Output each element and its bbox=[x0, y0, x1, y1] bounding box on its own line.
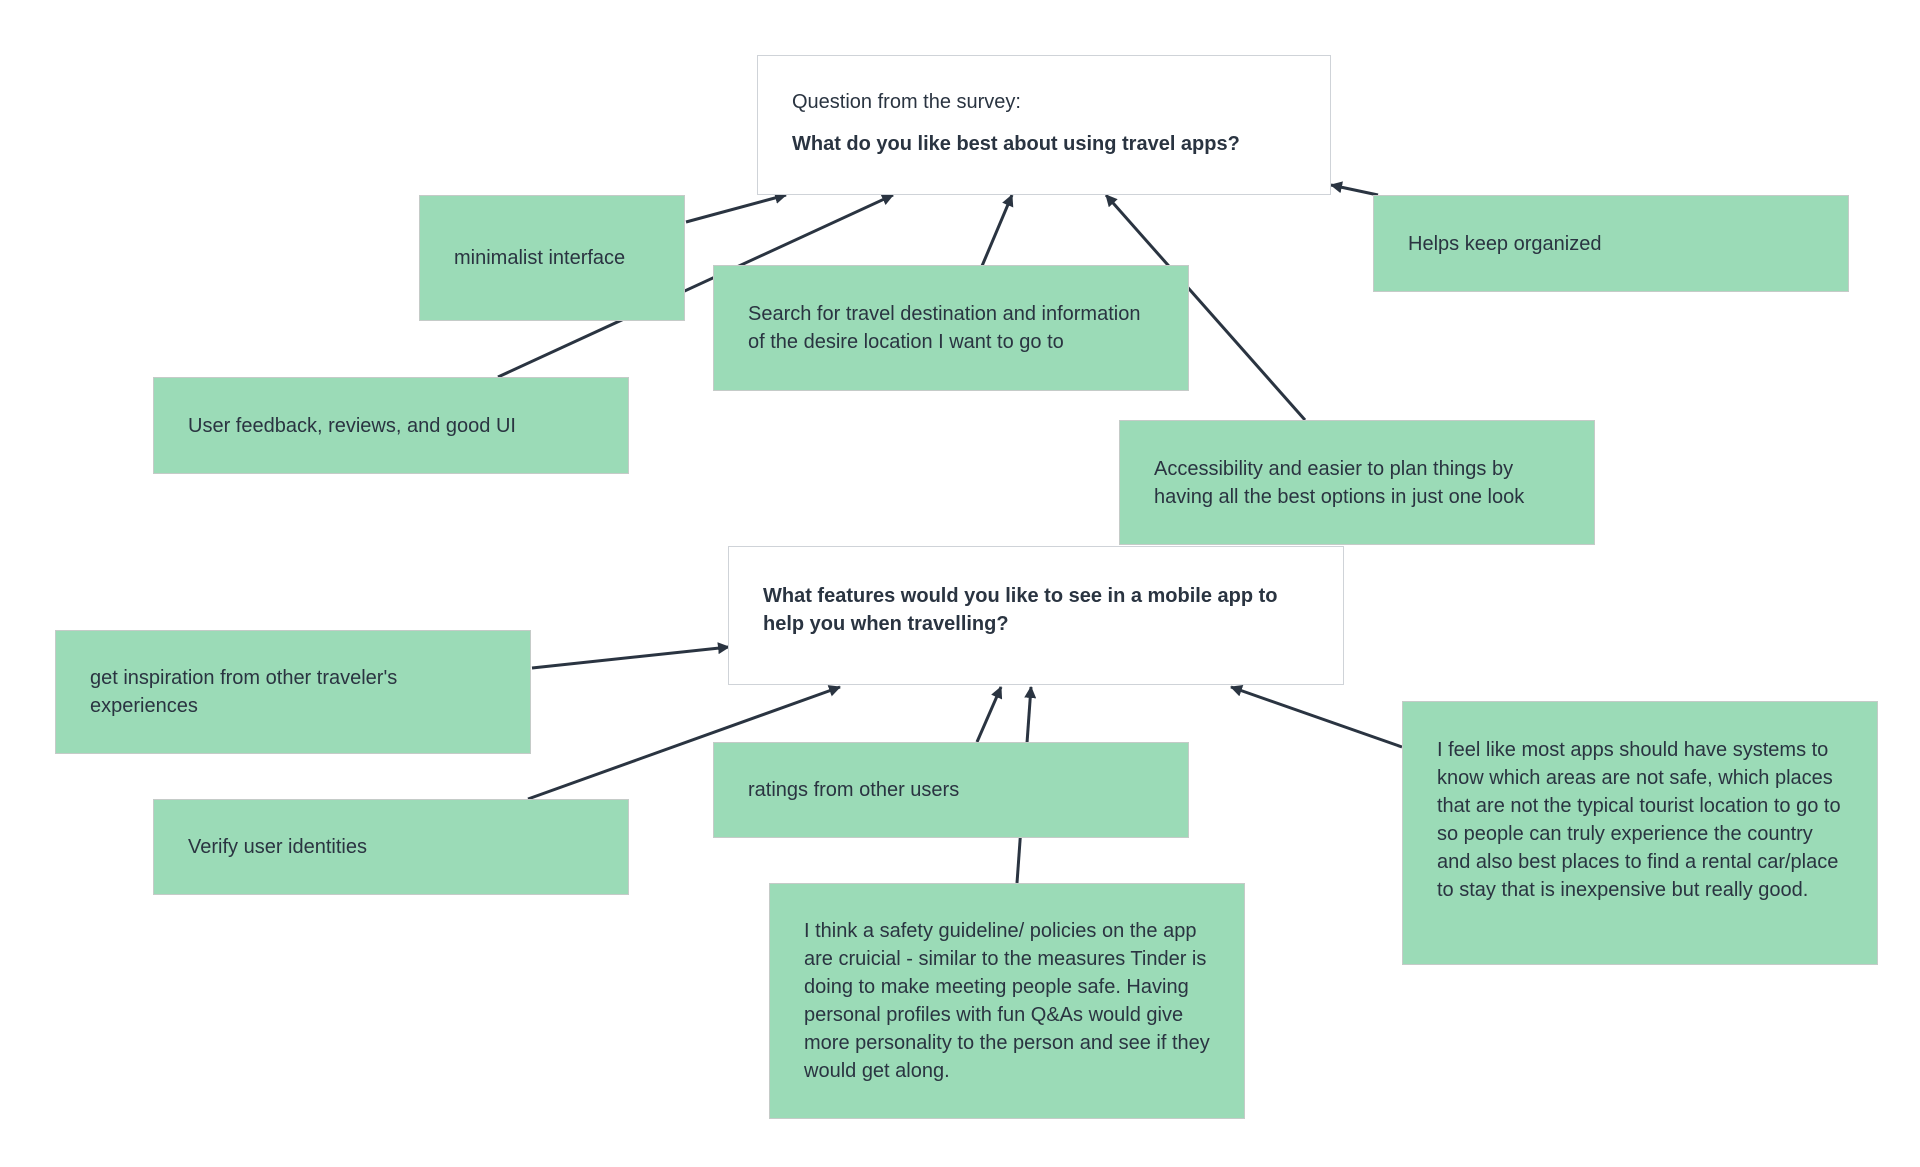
note-text: minimalist interface bbox=[454, 247, 626, 269]
sticky-note[interactable]: Helps keep organized bbox=[1373, 195, 1849, 292]
question-text: What features would you like to see in a… bbox=[763, 585, 1278, 635]
sticky-note[interactable]: User feedback, reviews, and good UI bbox=[153, 377, 629, 474]
note-text: Verify user identities bbox=[188, 836, 367, 858]
note-text: Accessibility and easier to plan things … bbox=[1154, 457, 1525, 508]
arrow-helps-organized bbox=[1330, 181, 1379, 197]
note-text: Search for travel destination and inform… bbox=[748, 303, 1141, 353]
question-card-1[interactable]: Question from the survey: What do you li… bbox=[757, 55, 1331, 195]
note-text: I feel like most apps should have system… bbox=[1437, 739, 1841, 901]
question-intro: Question from the survey: bbox=[792, 91, 1021, 113]
note-text: User feedback, reviews, and good UI bbox=[188, 414, 516, 437]
arrow-inspiration bbox=[531, 642, 730, 670]
sticky-note[interactable]: Verify user identities bbox=[153, 799, 629, 895]
sticky-note[interactable]: I feel like most apps should have system… bbox=[1402, 701, 1878, 965]
question-text: What do you like best about using travel… bbox=[792, 133, 1240, 155]
question-card-2[interactable]: What features would you like to see in a… bbox=[728, 546, 1344, 685]
arrow-search-destination bbox=[980, 194, 1014, 267]
sticky-note[interactable]: get inspiration from other traveler's ex… bbox=[55, 630, 531, 754]
note-text: get inspiration from other traveler's ex… bbox=[90, 667, 398, 717]
sticky-note[interactable]: minimalist interface bbox=[419, 195, 685, 321]
note-text: I think a safety guideline/ policies on … bbox=[804, 920, 1210, 1082]
note-text: ratings from other users bbox=[748, 779, 960, 801]
sticky-note[interactable]: Accessibility and easier to plan things … bbox=[1119, 420, 1595, 545]
sticky-note[interactable]: I think a safety guideline/ policies on … bbox=[769, 883, 1245, 1119]
note-text: Helps keep organized bbox=[1408, 232, 1602, 255]
arrow-unsafe-areas bbox=[1230, 684, 1403, 749]
arrow-minimalist-interface bbox=[685, 192, 787, 224]
sticky-note[interactable]: Search for travel destination and inform… bbox=[713, 265, 1189, 391]
arrow-ratings bbox=[975, 686, 1003, 743]
sticky-note[interactable]: ratings from other users bbox=[713, 742, 1189, 838]
